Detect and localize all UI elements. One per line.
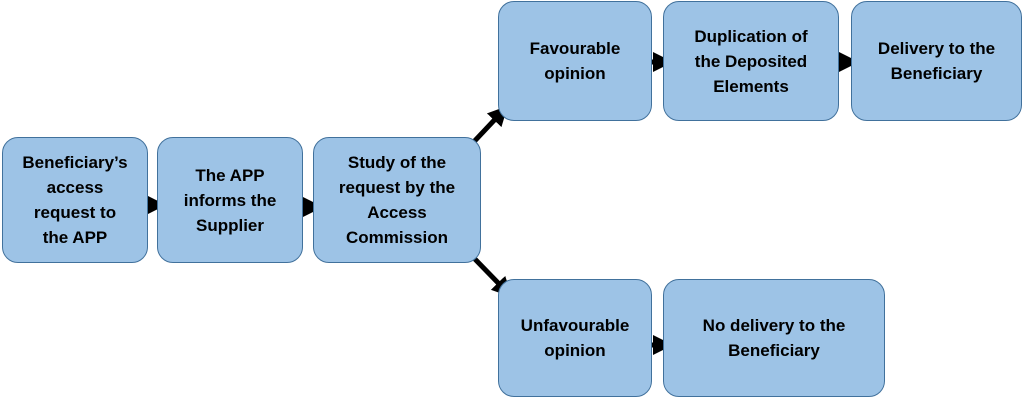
- node-favourable: Favourable opinion: [498, 1, 652, 121]
- node-app-informs: The APP informs the Supplier: [157, 137, 303, 263]
- node-duplication: Duplication of the Deposited Elements: [663, 1, 839, 121]
- node-unfavourable: Unfavourable opinion: [498, 279, 652, 397]
- arrow-study-to-unfavourable: [468, 252, 512, 298]
- node-study: Study of the request by the Access Commi…: [313, 137, 481, 263]
- node-no-delivery: No delivery to the Beneficiary: [663, 279, 885, 397]
- node-delivery: Delivery to the Beneficiary: [851, 1, 1022, 121]
- node-access-request: Beneficiary’s access request to the APP: [2, 137, 148, 263]
